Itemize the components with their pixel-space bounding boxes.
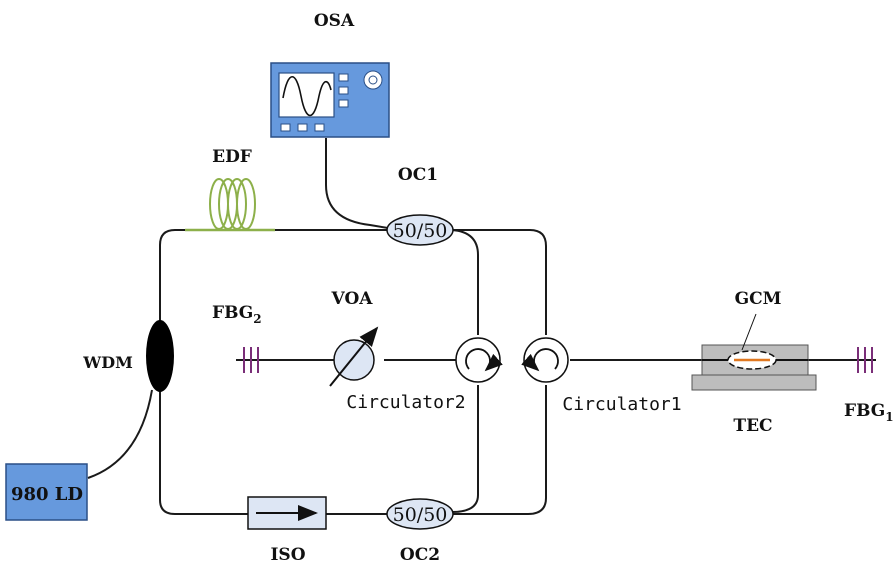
coupler-oc2 [386, 498, 454, 530]
fiber-circ1-oc2 [452, 385, 547, 515]
ld-box [5, 463, 88, 521]
circulator2-label: Circulator2 [346, 392, 465, 413]
fbg1-label: FBG1 [844, 401, 894, 424]
gcm-pointer [741, 313, 757, 351]
oc2-label: OC2 [400, 545, 440, 565]
fiber-paths [87, 138, 876, 515]
edf-label: EDF [212, 147, 252, 167]
fiber-coil-icon [185, 178, 275, 232]
fiber-oc1-circ2 [451, 229, 479, 335]
circulator2-arrow-icon [465, 348, 503, 372]
voa-label: VOA [331, 289, 374, 309]
oc1-label: OC1 [398, 165, 438, 185]
iso-label: ISO [270, 545, 305, 565]
fiber-ld-wdm [87, 389, 153, 479]
ld-label: 980 LD [11, 484, 83, 505]
tec-label: TEC [733, 416, 772, 436]
fiber-bragg-grating-icon [243, 347, 259, 373]
circulator1-label: Circulator1 [562, 394, 681, 415]
gcm-label: GCM [735, 289, 782, 309]
osa-knob-inner [368, 75, 378, 85]
wdm-label: WDM [82, 353, 133, 372]
osa-button [338, 99, 349, 108]
osa-button [297, 123, 308, 132]
osa-button [314, 123, 325, 132]
fiber-circ2-oc2 [451, 385, 479, 513]
coupler-oc2-ratio: 50/50 [393, 504, 448, 526]
fiber-oc1-circ1 [452, 229, 547, 335]
fiber-osa-oc1 [325, 138, 389, 229]
osa-button [338, 86, 349, 95]
circulator1-icon [523, 337, 569, 383]
fiber-top-left [159, 229, 388, 330]
coupler-oc1-ratio: 50/50 [393, 220, 448, 242]
waveform-icon [282, 75, 332, 117]
fiber-wdm-iso [159, 390, 248, 515]
wdm-component [146, 320, 174, 392]
osa-device [270, 62, 390, 138]
osa-screen [278, 72, 335, 118]
circulator2-icon [455, 337, 501, 383]
osa-button [338, 73, 349, 82]
fiber-bragg-grating-icon [857, 347, 873, 373]
fbg2-label: FBG2 [212, 303, 262, 326]
osa-knob [363, 70, 383, 90]
tec-base [691, 374, 817, 391]
osa-button [280, 123, 291, 132]
attenuator-arrow-icon [329, 326, 379, 387]
circulator1-arrow-icon [521, 348, 559, 372]
osa-label: OSA [314, 11, 355, 31]
coupler-oc1 [386, 214, 454, 246]
